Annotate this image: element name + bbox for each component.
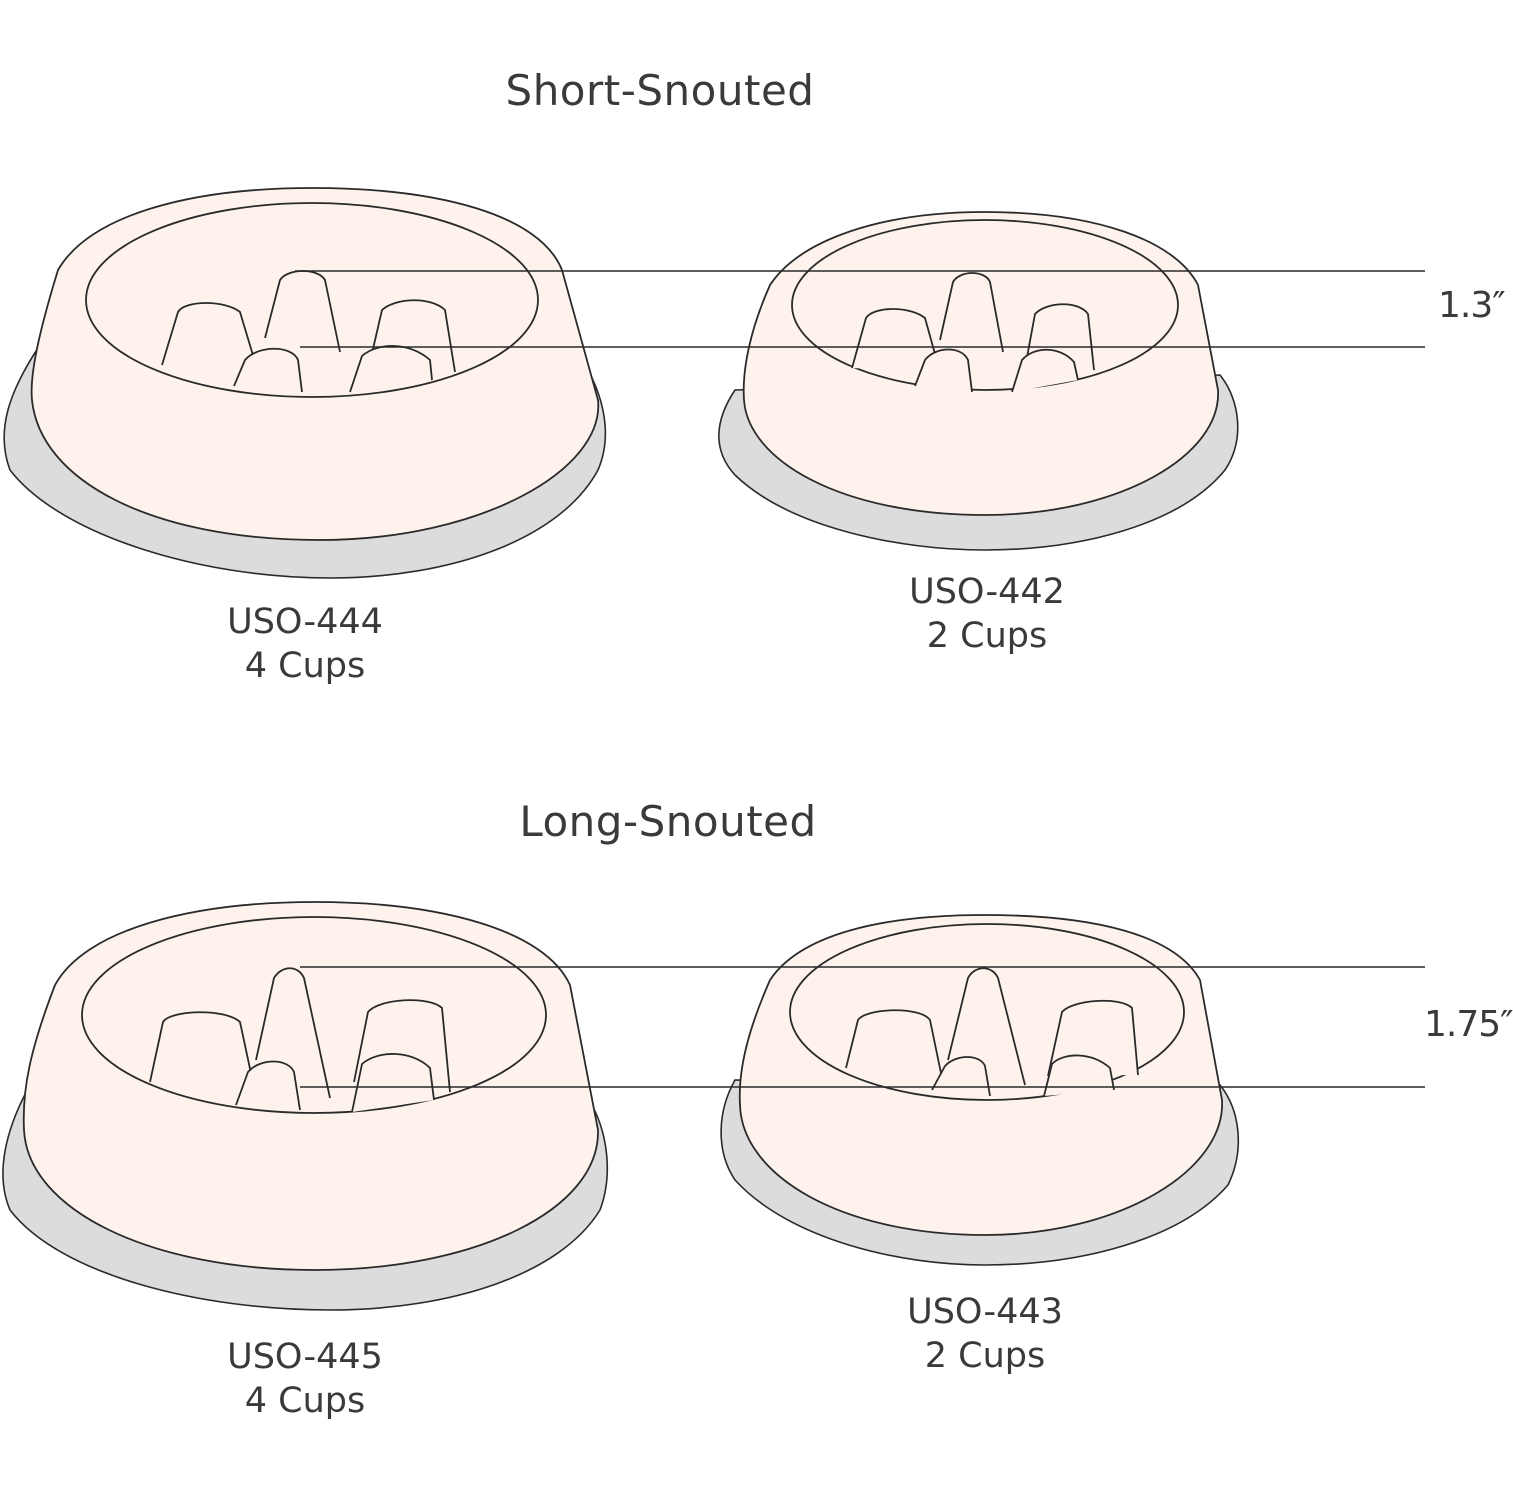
dimension-label-long: 1.75″ (1424, 1004, 1513, 1045)
ridge (351, 1053, 435, 1113)
capacity: 4 Cups (244, 646, 366, 686)
ridge (149, 1011, 256, 1093)
ridge (939, 272, 1004, 353)
ridge (349, 345, 433, 393)
bowl-uso-445 (2, 901, 609, 1311)
capacity: 2 Cups (926, 616, 1048, 656)
ridge (851, 308, 941, 373)
ridge (914, 348, 973, 393)
bowl-label-uso-442: USO-442 2 Cups (837, 570, 1137, 658)
bowl-label-uso-445: USO-445 4 Cups (155, 1335, 455, 1423)
bowl-label-uso-443: USO-443 2 Cups (835, 1290, 1135, 1378)
bowl-uso-442 (718, 211, 1239, 551)
ridge (931, 1056, 991, 1097)
model-number: USO-443 (907, 1292, 1063, 1332)
model-number: USO-442 (909, 572, 1065, 612)
ridge (161, 302, 259, 373)
ridge (1043, 1054, 1115, 1097)
model-number: USO-445 (227, 1337, 383, 1377)
ridge (233, 347, 303, 393)
dimension-label-short: 1.3″ (1438, 285, 1506, 326)
bowl-uso-443 (720, 914, 1240, 1266)
ridge (1011, 348, 1079, 393)
capacity: 2 Cups (924, 1336, 1046, 1376)
ridge (845, 1009, 943, 1079)
bowl-uso-444 (3, 187, 607, 579)
ridge (235, 1060, 301, 1111)
ridge (947, 967, 1026, 1086)
capacity: 4 Cups (244, 1381, 366, 1421)
section-heading-long-snouted: Long-Snouted (519, 797, 817, 846)
model-number: USO-444 (227, 602, 383, 642)
section-heading-short-snouted: Short-Snouted (505, 66, 815, 115)
bowl-label-uso-444: USO-444 4 Cups (155, 600, 455, 688)
